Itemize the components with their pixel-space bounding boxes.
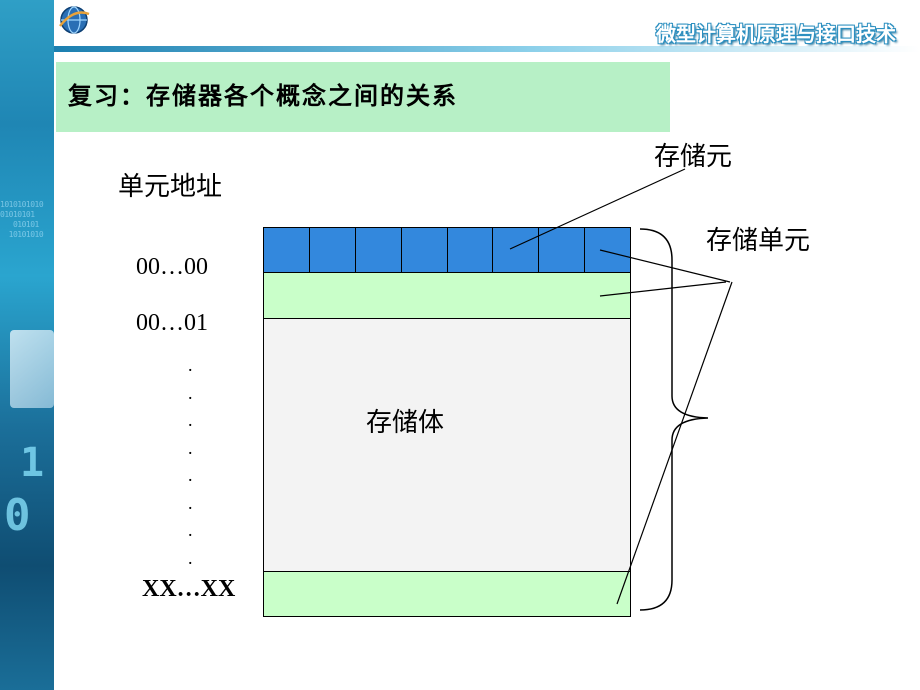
ellipsis-dot: . [188,520,193,540]
address-second: 00…01 [136,310,208,336]
ellipsis-dot: . [188,410,193,430]
memory-unit-row [264,273,630,319]
address-ellipsis: . . . . . . . . [188,352,198,572]
bit-cell [447,228,494,272]
digit-decoration: 0 [4,490,31,541]
bit-cell [493,228,540,272]
memory-body-label: 存储体 [366,408,445,438]
memory-unit-pointer-line [616,281,733,605]
ellipsis-dot: . [188,355,193,375]
memory-unit-pointer-line [599,249,731,283]
decorative-sidebar: 1010101010 01010101 010101 10101010 1 0 [0,0,54,690]
globe-logo-icon [59,6,90,34]
bit-cell [539,228,586,272]
bit-cell-row [264,228,630,273]
memory-cell-pointer-line [509,168,686,250]
bit-cell [401,228,448,272]
memory-unit-pointer-line [599,281,727,297]
memory-unit-row-last [264,571,630,616]
ellipsis-dot: . [188,465,193,485]
bit-cell [264,228,310,272]
memory-body: 存储体 [263,227,631,617]
ellipsis-dot: . [188,382,193,403]
bit-cell [585,228,630,272]
curly-brace [639,228,709,611]
ellipsis-dot: . [188,547,193,568]
bit-cell [309,228,356,272]
address-label: 单元地址 [118,172,223,202]
course-title: 微型计算机原理与接口技术 [656,22,896,46]
section-title: 复习：存储器各个概念之间的关系 [68,82,458,110]
keyboard-key-decoration [10,330,54,408]
ellipsis-dot: . [188,492,193,513]
address-first: 00…00 [136,254,208,280]
memory-cell-label: 存储元 [654,142,733,172]
ellipsis-dot: . [188,437,193,458]
header-rule [54,46,920,52]
section-banner: 复习：存储器各个概念之间的关系 [56,62,670,132]
address-last: XX…XX [142,576,236,602]
bit-cell [355,228,402,272]
binary-pattern-decoration: 1010101010 01010101 010101 10101010 [0,200,44,239]
digit-decoration: 1 [20,440,45,486]
memory-unit-label: 存储单元 [706,226,811,256]
